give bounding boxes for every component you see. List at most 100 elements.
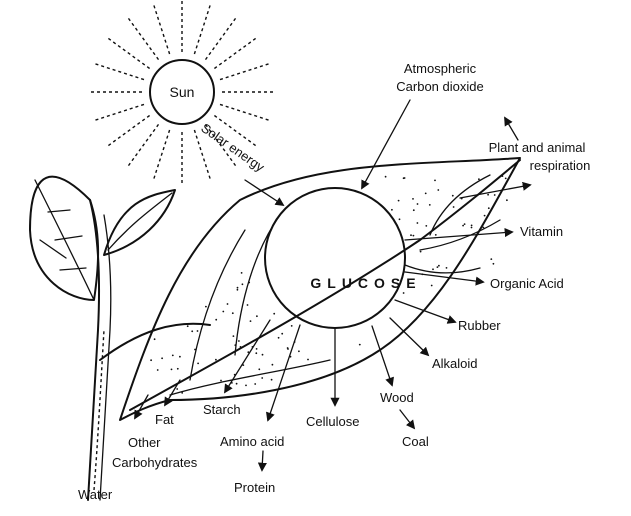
leaf-stipple-dot [462, 225, 464, 227]
plant-stem-inner [100, 215, 111, 500]
sun-ray [108, 116, 150, 147]
leaf-stipple-dot [278, 337, 280, 339]
other-carbs-label-line1: Other [128, 435, 161, 450]
co2-arrow [362, 100, 410, 188]
leaf-stipple-dot [194, 349, 196, 351]
leaf-stipple-dot [434, 180, 436, 182]
leaf-stipple-dot [191, 330, 193, 332]
starch-label: Starch [203, 402, 241, 417]
atmospheric-co2-label-line1: Atmospheric [404, 61, 477, 76]
leaf-stipple-dot [250, 320, 252, 322]
leaf-stipple-dot [502, 175, 504, 177]
leaf-stipple-dot [453, 206, 455, 208]
wood-arrow [372, 326, 392, 385]
leaf-stipple-dot [417, 222, 419, 224]
leaf-stipple-dot [425, 225, 427, 227]
big-leaf-vein-4 [420, 220, 500, 250]
leaf-stipple-dot [437, 189, 439, 191]
leaf-stipple-dot [232, 312, 234, 314]
glucose-circle [265, 188, 405, 328]
leaf-stipple-dot [432, 268, 434, 270]
rubber-label: Rubber [458, 318, 501, 333]
sun-ray [128, 124, 159, 166]
leaf-stipple-dot [233, 335, 235, 337]
leaf-stipple-dot [258, 368, 260, 370]
respiration-label-line1: Plant and animal [489, 140, 586, 155]
sun-ray [108, 38, 150, 69]
leaf-stipple-dot [483, 227, 485, 229]
leaf-stipple-dot [248, 282, 250, 284]
leaf-stipple-dot [493, 263, 495, 265]
leaf-stipple-dot [490, 258, 492, 260]
leaf-stipple-dot [247, 304, 249, 306]
leaf-stipple-dot [307, 359, 309, 361]
leaf-stipple-dot [241, 272, 243, 274]
leaf-stipple-dot [420, 251, 422, 253]
protein-label: Protein [234, 480, 275, 495]
leaf-stipple-dot [227, 303, 229, 305]
leaf-stipple-dot [488, 207, 490, 209]
leaf-stipple-dot [179, 356, 181, 358]
protein-arrow [262, 451, 263, 470]
leaf-stipple-dot [157, 369, 159, 371]
left-leaf-vein [35, 180, 94, 300]
leaf-stipple-dot [242, 283, 244, 285]
sun-ray [206, 18, 237, 60]
leaf-stipple-dot [238, 340, 240, 342]
leaf-stipple-dot [452, 195, 454, 197]
leaf-stipple-dot [181, 392, 183, 394]
leaf-stipple-dot [399, 218, 401, 220]
leaf-stipple-dot [222, 311, 224, 313]
leaf-stipple-dot [245, 385, 247, 387]
solar-energy-label: Solar energy [198, 120, 267, 175]
respiration-arrow [505, 118, 518, 140]
alkaloid-label: Alkaloid [432, 356, 478, 371]
vitamin-arrow [405, 232, 512, 240]
water-label: Water [78, 487, 113, 502]
sun-ray [154, 5, 170, 55]
leaf-stipple-dot [176, 388, 178, 390]
leaf-stipple-dot [446, 267, 448, 269]
leaf-stipple-dot [438, 265, 440, 267]
leaf-stipple-dot [197, 330, 199, 332]
leaf-stipple-dot [298, 350, 300, 352]
leaf-stipple-dot [291, 325, 293, 327]
leaf-stipple-dot [161, 357, 163, 359]
leaf-stipple-dot [413, 235, 415, 237]
sun-ray [214, 38, 256, 69]
fat-label: Fat [155, 412, 174, 427]
solar-energy-arrow [245, 180, 283, 205]
leaf-stipple-dot [505, 178, 507, 180]
leaf-stipple-dot [487, 194, 489, 196]
leaf-stipple-dot [494, 194, 496, 196]
sun-ray [95, 104, 145, 120]
leaf-stipple-dot [234, 344, 236, 346]
leaf-stipple-dot [256, 348, 258, 350]
leaf-stipple-dot [254, 383, 256, 385]
leaf-stipple-dot [403, 292, 405, 294]
leaf-stipple-dot [359, 344, 361, 346]
respiration-label-line2: respiration [530, 158, 591, 173]
leaf-stipple-dot [237, 287, 239, 289]
sun-ray [128, 18, 159, 60]
leaf-stipple-dot [197, 363, 199, 365]
other-carbs-label-line2: Carbohydrates [112, 455, 198, 470]
leaf-stipple-dot [385, 176, 387, 178]
rubber-arrow [395, 300, 455, 322]
glucose-label: GLUCOSE [310, 275, 421, 291]
big-leaf-vein-5 [405, 265, 480, 273]
leaf-stipple-dot [220, 380, 222, 382]
leaf-stipple-dot [281, 333, 283, 335]
leaf-stipple-dot [236, 383, 238, 385]
leaf-stipple-dot [464, 223, 466, 225]
alkaloid-arrow [390, 318, 428, 355]
left-leaf-vein-2 [40, 210, 86, 270]
wood-label: Wood [380, 390, 414, 405]
leaf-stipple-dot [240, 346, 242, 348]
leaf-stipple-dot [484, 215, 486, 217]
leaf-stipple-dot [417, 203, 419, 205]
sun-ray [220, 64, 270, 80]
leaf-stipple-dot [416, 241, 418, 243]
leaf-stipple-dot [215, 319, 217, 321]
